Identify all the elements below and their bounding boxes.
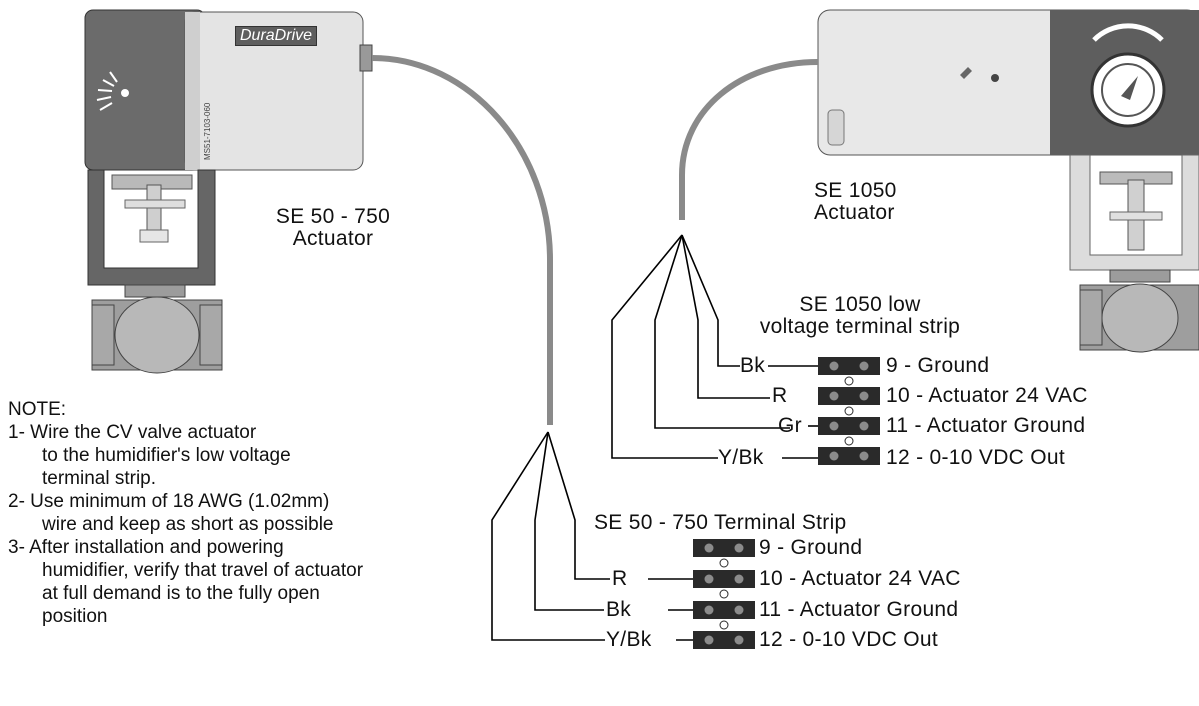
left-actuator-illustration [84, 9, 373, 374]
note-line: humidifier, verify that travel of actuat… [42, 560, 364, 581]
terminal-label: 10 - Actuator 24 VAC [759, 567, 961, 590]
wire-label: Y/Bk [718, 446, 764, 469]
left-actuator-label-line1: SE 50 - 750 [275, 205, 391, 228]
duradrive-logo: DuraDrive [235, 26, 318, 46]
right-actuator-illustration [817, 9, 1199, 353]
wires-se50-750 [491, 431, 693, 641]
note-line: terminal strip. [42, 468, 157, 489]
note-line: 2- Use minimum of 18 AWG (1.02mm) [8, 491, 330, 512]
wire-label: Bk [740, 354, 766, 377]
note-heading: NOTE: [8, 399, 67, 420]
terminal-label: 11 - Actuator Ground [886, 414, 1086, 437]
se1050-strip-title: SE 1050 low voltage terminal strip [740, 294, 980, 338]
note-line: wire and keep as short as possible [42, 514, 334, 535]
se1050-strip-title-line1: SE 1050 low [799, 293, 921, 316]
note-line: 3- After installation and powering [8, 537, 284, 558]
wire-label: Gr [778, 414, 802, 437]
installation-note: NOTE: 1- Wire the CV valve actuator to t… [8, 398, 363, 628]
right-actuator-label-line1: SE 1050 [814, 179, 897, 202]
wires-se1050 [611, 234, 818, 459]
model-number: MS51-7103-060 [203, 102, 212, 160]
left-actuator-label-line2: Actuator [292, 227, 374, 250]
terminal-label: 11 - Actuator Ground [759, 598, 959, 621]
note-line: 1- Wire the CV valve actuator [8, 422, 257, 443]
terminal-strip-se1050 [818, 357, 880, 465]
se50-750-strip-title: SE 50 - 750 Terminal Strip [594, 511, 847, 534]
wire-label: R [612, 567, 628, 590]
wire-label: Bk [606, 598, 632, 621]
right-actuator-cable [679, 59, 819, 220]
terminal-label: 12 - 0-10 VDC Out [759, 628, 939, 651]
note-line: to the humidifier's low voltage [42, 445, 291, 466]
se1050-strip-title-line2: voltage terminal strip [759, 315, 961, 338]
note-line: at full demand is to the fully open [42, 583, 320, 604]
wire-label: R [772, 384, 788, 407]
left-actuator-cable [371, 55, 553, 425]
terminal-strip-se50-750 [693, 539, 755, 649]
cables [371, 55, 819, 425]
terminal-label: 9 - Ground [759, 536, 863, 559]
wire-label: Y/Bk [606, 628, 652, 651]
left-actuator-label: SE 50 - 750 Actuator [258, 206, 408, 250]
right-actuator-label: SE 1050 Actuator [814, 180, 897, 224]
right-actuator-label-line2: Actuator [814, 201, 895, 224]
terminal-label: 12 - 0-10 VDC Out [886, 446, 1066, 469]
terminal-label: 10 - Actuator 24 VAC [886, 384, 1088, 407]
note-line: position [42, 606, 108, 627]
terminal-label: 9 - Ground [886, 354, 990, 377]
